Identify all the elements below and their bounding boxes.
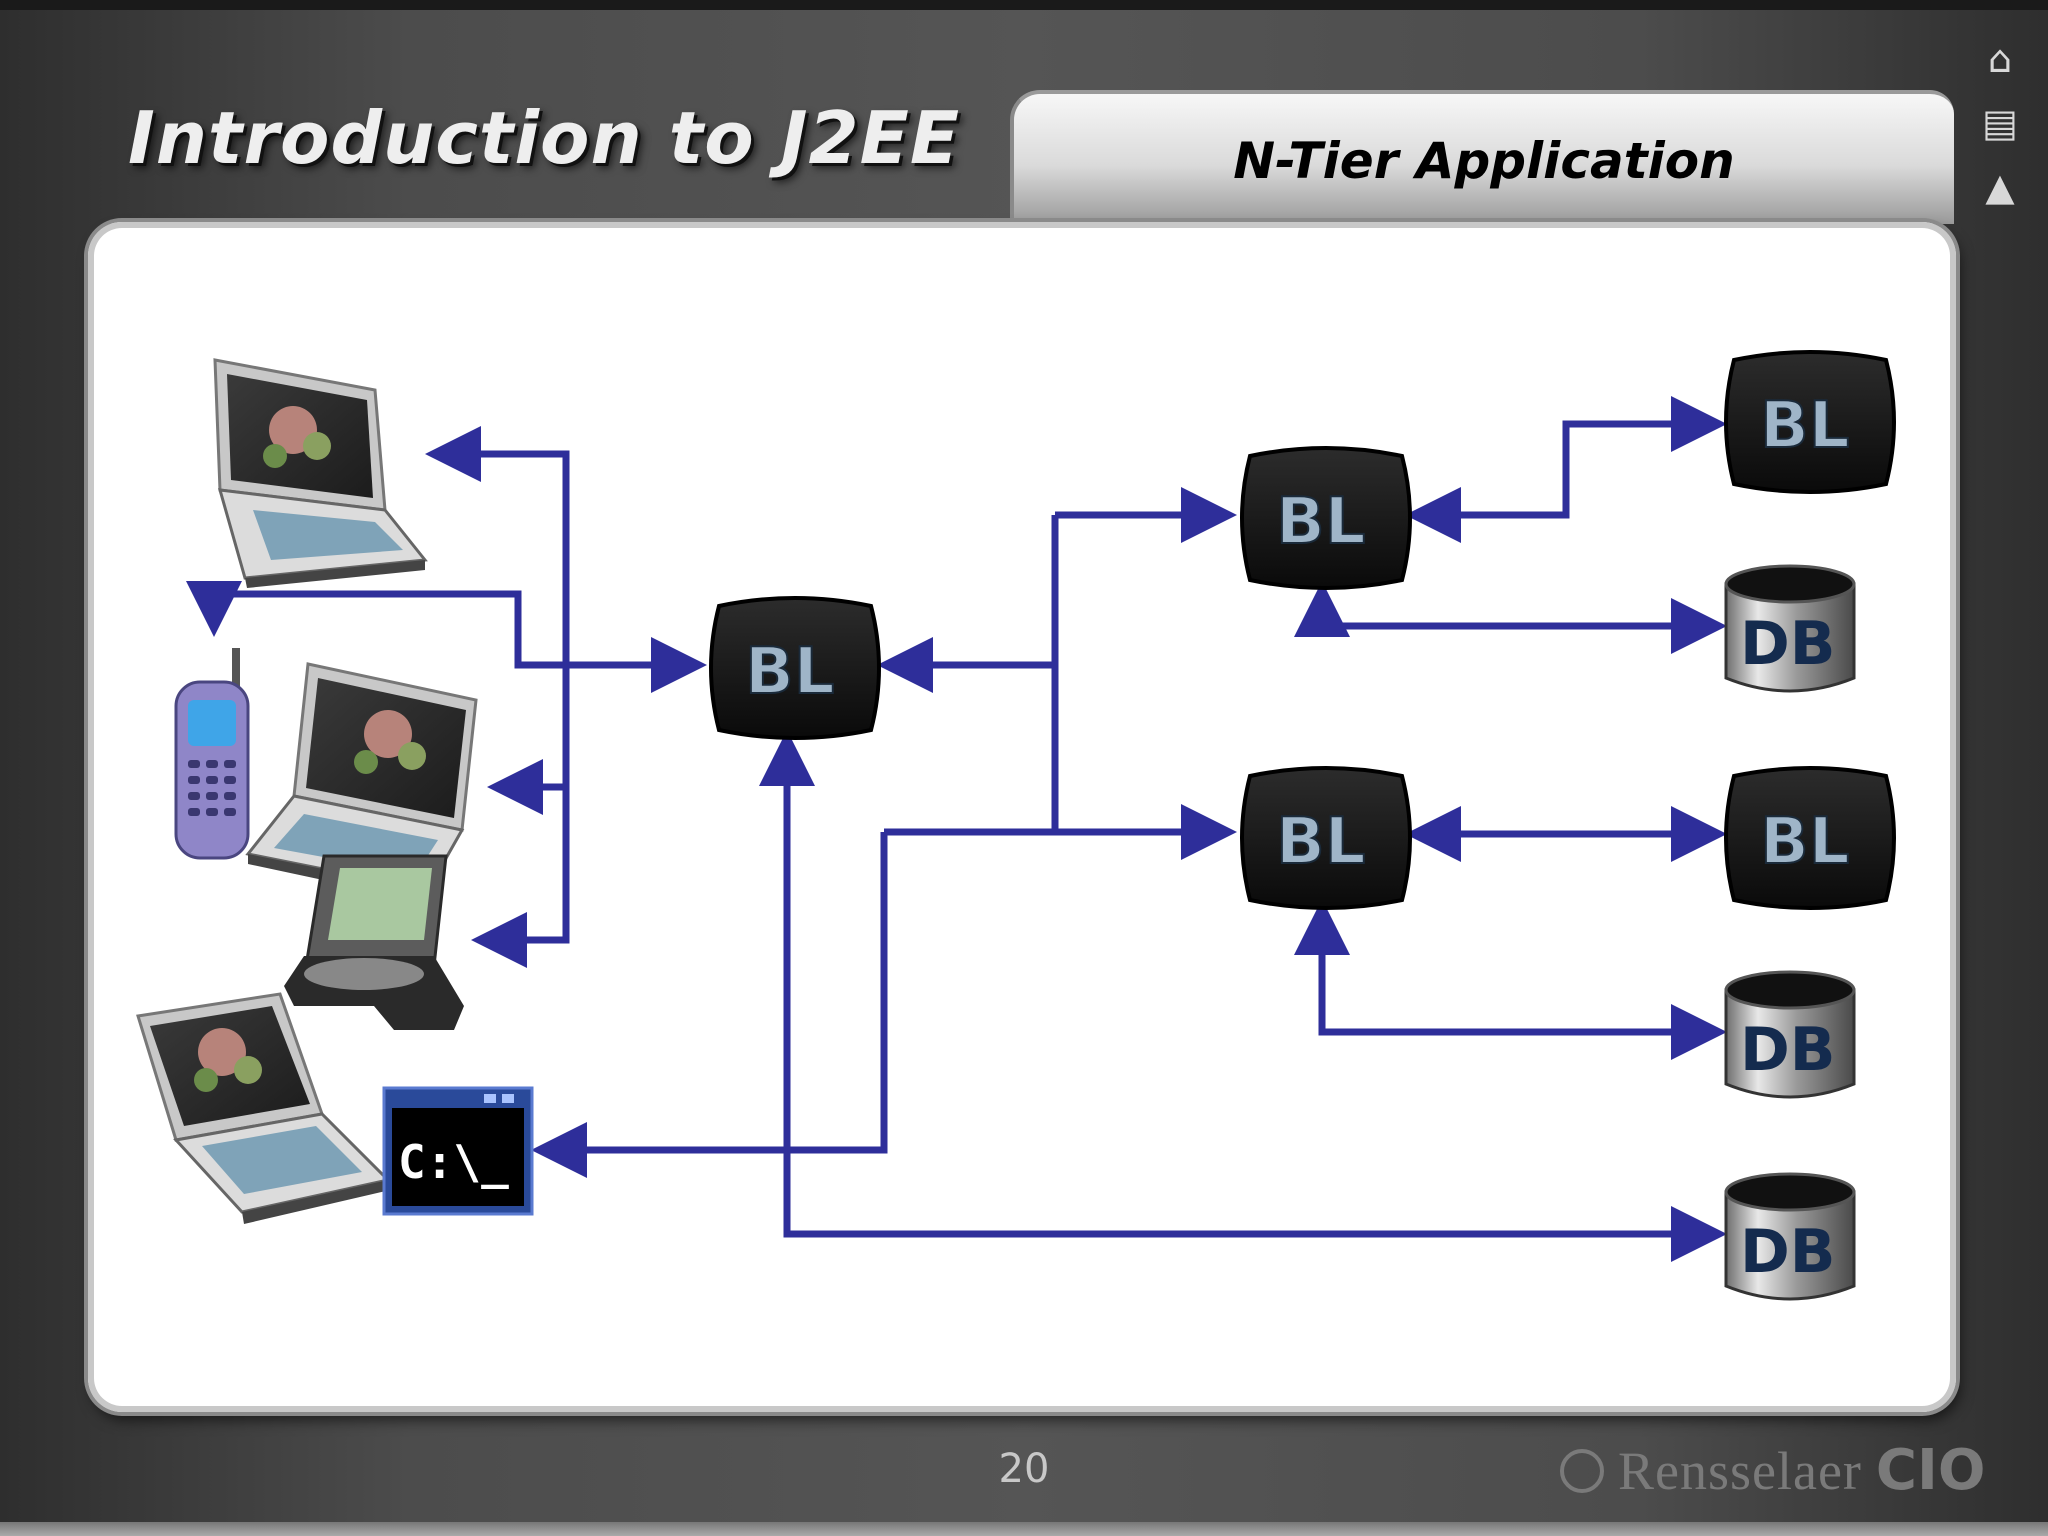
connector-bl-upper-to-db [1294, 581, 1727, 654]
db-node-middle: DB [1724, 970, 1856, 1099]
mobile-phone-client [174, 648, 250, 860]
bl-node-tier2-upper: BL [1240, 446, 1412, 590]
bl-node-tier2-lower: BL [1240, 766, 1412, 910]
bl-label-tier3-top: BL [1760, 389, 1850, 463]
rensselaer-cio-logo: Rensselaer CIO [1560, 1438, 1985, 1503]
bl-label-tier2-upper: BL [1276, 485, 1366, 559]
laptop-client-1 [213, 358, 428, 588]
rensselaer-seal-icon [1560, 1448, 1604, 1493]
bl-node-tier3-top: BL [1724, 350, 1896, 494]
connector-bl-upper-to-bl-top [1405, 396, 1727, 543]
bl-node-tier3-middle: BL [1724, 766, 1896, 910]
subtitle-tab: N-Tier Application [1010, 90, 1954, 224]
bl-label-tier3-middle: BL [1760, 805, 1850, 879]
slide-nav: ⌂ ▤ ▲ [1975, 34, 2025, 226]
page-number: 20 [998, 1446, 1050, 1492]
db-node-lower: DB [1724, 1172, 1856, 1301]
bl-label-central: BL [745, 635, 835, 709]
command-prompt-label: C:\_ [398, 1135, 509, 1189]
db-label-middle: DB [1740, 1015, 1836, 1085]
laptop-client-3 [136, 992, 391, 1224]
bl-label-tier2-lower: BL [1276, 805, 1366, 879]
connector-to-phone [186, 581, 566, 669]
command-prompt-client: C:\_ [382, 1086, 534, 1216]
logo-suffix: CIO [1875, 1438, 1986, 1503]
connectors [186, 396, 1727, 1262]
pda-client [284, 854, 464, 1030]
connector-to-console [531, 832, 888, 1178]
connector-central-bl-to-db-bottom [759, 730, 1727, 1262]
java-duke-icon[interactable]: ▲ [1985, 165, 2015, 209]
logo-name: Rensselaer [1618, 1440, 1862, 1501]
db-label-lower: DB [1740, 1217, 1836, 1287]
slide-title: Introduction to J2EE [128, 96, 961, 180]
connector-clients-bus [425, 426, 570, 968]
folder-icon[interactable]: ▤ [1982, 101, 2018, 145]
db-label-upper: DB [1740, 609, 1836, 679]
bl-node-central: BL [709, 596, 881, 740]
window-top-border [0, 0, 2048, 10]
slide-subtitle: N-Tier Application [1233, 132, 1735, 190]
connector-bl-lower-to-db [1294, 899, 1727, 1060]
window-bottom-border [0, 1522, 2048, 1536]
db-node-upper: DB [1724, 564, 1856, 693]
home-icon[interactable]: ⌂ [1987, 37, 2013, 81]
